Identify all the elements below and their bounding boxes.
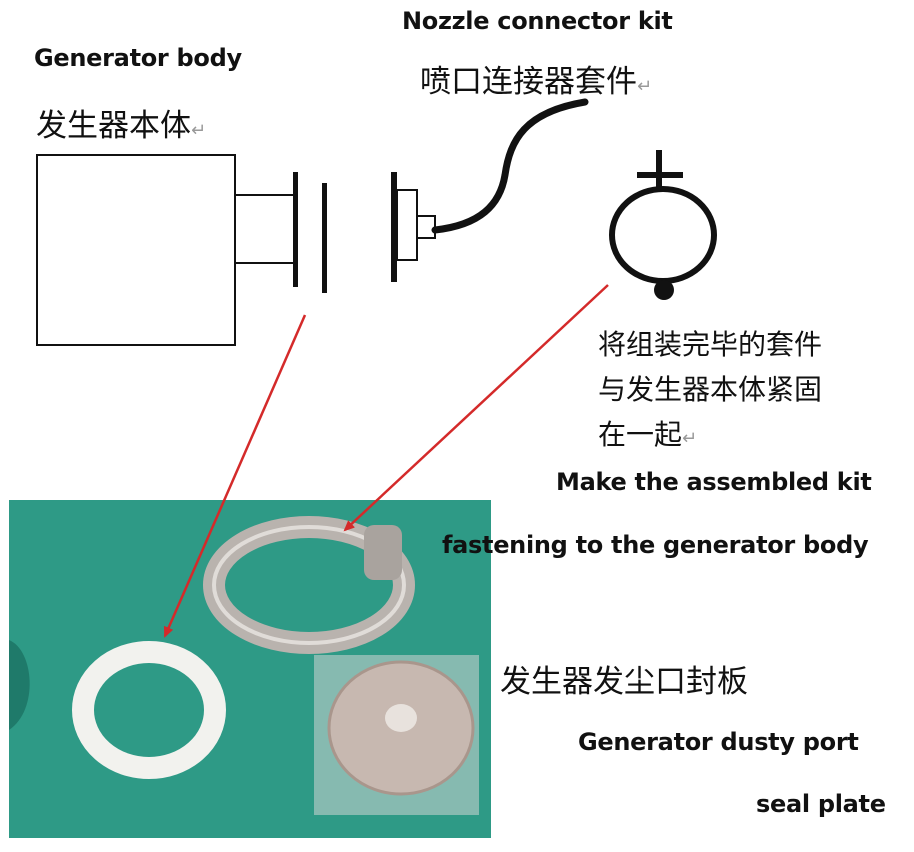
fasten-zh-line-1: 将组装完毕的套件	[598, 328, 823, 361]
fasten-instruction-en-line-2: fastening to the generator body	[442, 531, 869, 559]
generator-body-label-en: Generator body	[34, 44, 242, 72]
nozzle-hose	[431, 98, 589, 234]
outlet-flange	[293, 172, 298, 287]
seal-plate-photo-hub	[385, 704, 417, 732]
photo-shadow-left	[9, 640, 30, 730]
seal-plate-label-en-line-2: seal plate	[756, 790, 886, 818]
nozzle-kit-label-en: Nozzle connector kit	[402, 7, 673, 35]
nozzle-kit-text-zh: 喷口连接器套件	[420, 64, 637, 100]
seal-plate-label-zh: 发生器发尘口封板	[500, 664, 748, 700]
clamp-symbol-ring	[609, 186, 717, 284]
seal-plate-label-en-line-1: Generator dusty port	[578, 728, 859, 756]
return-mark-icon: ↵	[682, 428, 698, 449]
generator-body-label-zh: 发生器本体↵	[36, 100, 206, 145]
clamp-symbol-bar	[637, 172, 683, 178]
connector-nipple	[416, 215, 436, 239]
fasten-instruction-zh: 将组装完毕的套件 与发生器本体紧固 在一起↵	[598, 322, 822, 461]
clamp-symbol-knob	[654, 280, 674, 300]
generator-body-box	[36, 154, 236, 346]
gasket-line	[322, 183, 327, 293]
nozzle-kit-label-zh: 喷口连接器套件↵	[420, 56, 652, 101]
generator-outlet-pipe	[234, 194, 296, 264]
generator-body-text-zh: 发生器本体	[36, 108, 191, 144]
parts-photo	[9, 500, 491, 838]
fasten-instruction-en-line-1: Make the assembled kit	[556, 468, 872, 496]
clamp-symbol-stem	[656, 150, 662, 192]
connector-flange-body	[396, 189, 418, 261]
seal-plate-photo-rim	[327, 660, 475, 796]
return-mark-icon: ↵	[637, 76, 653, 97]
fasten-zh-line-2: 与发生器本体紧固	[598, 373, 823, 406]
sealing-ring-photo	[72, 641, 226, 779]
fasten-zh-line-3: 在一起↵	[598, 412, 822, 461]
connector-plate	[391, 172, 397, 282]
fasten-zh-line-3-text: 在一起	[598, 418, 683, 451]
assembly-diagram	[36, 98, 717, 346]
clamp-photo-hinge	[364, 525, 402, 580]
return-mark-icon: ↵	[191, 120, 207, 141]
